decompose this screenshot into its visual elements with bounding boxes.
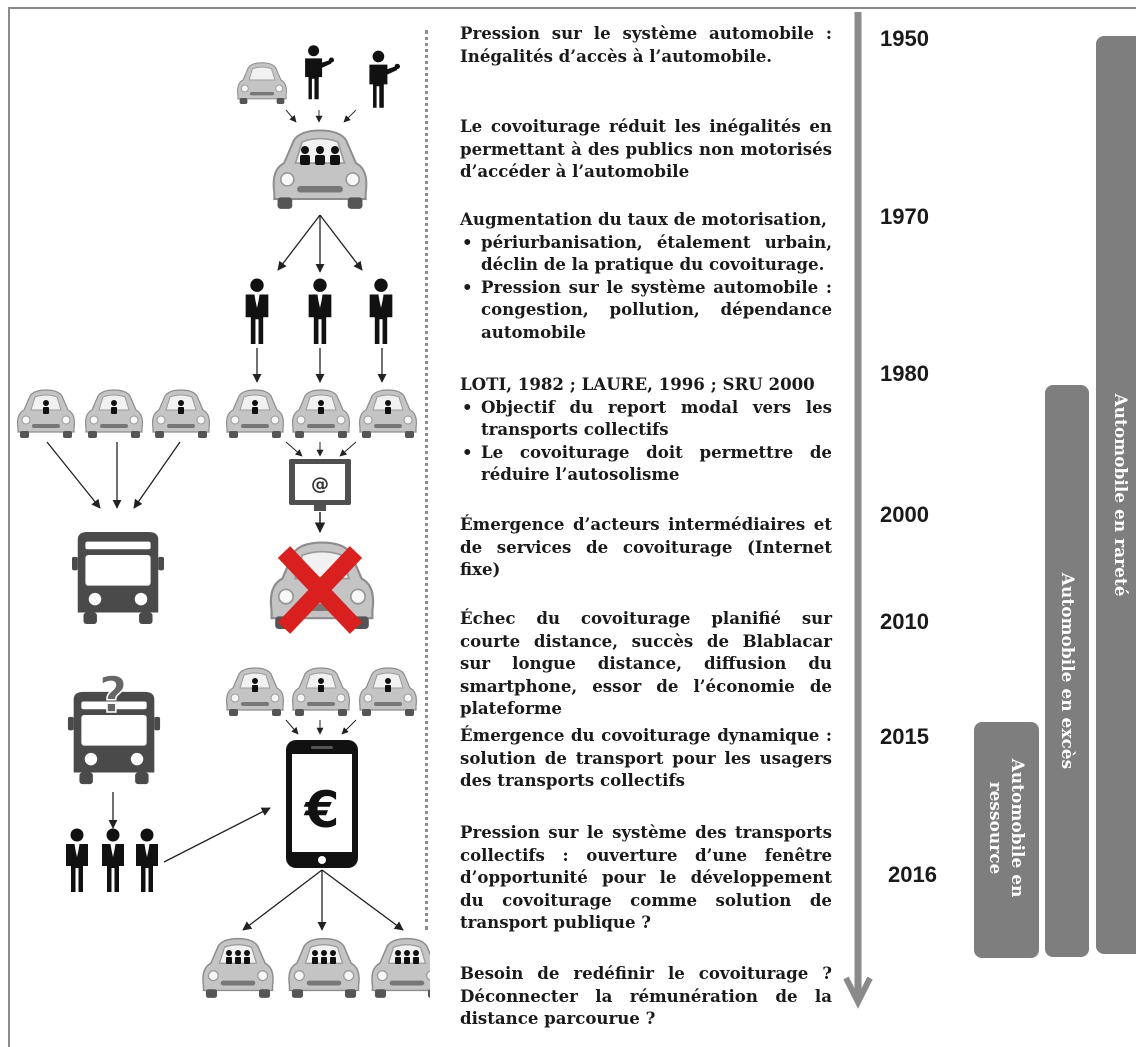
car-icon [237, 62, 287, 104]
phase-label-line: Automobile en [1007, 758, 1027, 898]
monitor-icon: @ [289, 459, 351, 511]
phase-bar-rarete [1096, 36, 1136, 954]
block-text: Besoin de redéfinir le covoiturage ? Déc… [460, 963, 832, 1028]
block-text: Le covoiturage réduit les inégalités en … [460, 116, 832, 181]
person-icon [66, 828, 88, 892]
block-text: Émergence du covoiturage dynamique : sol… [460, 725, 832, 790]
bullet-item: périurbanisation, étalement urbain, décl… [460, 231, 832, 276]
text-block-motorisation: Augmentation du taux de motorisation, pé… [460, 208, 832, 343]
phase-label-exces: Automobile en excès [1057, 572, 1077, 770]
euro-symbol: € [304, 781, 340, 839]
phase-label-ressource: Automobile en ressource [984, 759, 1028, 898]
phase-bar-exces [1045, 385, 1089, 957]
bullet-item: Le covoiturage doit permettre de réduire… [460, 441, 832, 486]
bullet-item: Pression sur le système automobile : con… [460, 276, 832, 344]
phase-label-line: ressource [985, 781, 1005, 875]
year-label: 2016 [888, 862, 937, 887]
bus-icon [72, 532, 164, 624]
question-mark-icon: ? [98, 666, 127, 724]
bullet-item: Objectif du report modal vers les transp… [460, 396, 832, 441]
person-icon [245, 278, 269, 344]
bullet-list: périurbanisation, étalement urbain, décl… [460, 231, 832, 344]
text-block-lois: LOTI, 1982 ; LAURE, 1996 ; SRU 2000 Obje… [460, 373, 832, 486]
shared-car-icon [371, 937, 430, 999]
year-label: 1970 [880, 204, 929, 229]
block-lead: LOTI, 1982 ; LAURE, 1996 ; SRU 2000 [460, 374, 815, 394]
dotted-separator [425, 30, 428, 930]
text-block-intermediaires: Émergence d’acteurs intermédiaires et de… [460, 513, 832, 581]
text-block-fenetre-opportunite: Pression sur le système des transports c… [460, 821, 832, 934]
smartphone-icon: € [286, 740, 358, 868]
monitor-symbol: @ [311, 474, 329, 495]
person-icon [369, 278, 393, 344]
year-label: 2000 [880, 502, 929, 527]
block-text: Pression sur le système automobile : Iné… [460, 23, 832, 66]
year-label: 2010 [880, 609, 929, 634]
year-label: 2015 [880, 724, 929, 749]
bullet-list: Objectif du report modal vers les transp… [460, 396, 832, 486]
cross-icon [277, 546, 363, 634]
block-lead: Augmentation du taux de motorisation, [460, 209, 827, 229]
hitchhiker-icon [369, 50, 400, 108]
hitchhiker-icon [305, 45, 334, 100]
text-block-covoiturage-dynamique: Émergence du covoiturage dynamique : sol… [460, 724, 832, 792]
year-label: 1950 [880, 26, 929, 51]
block-text: Émergence d’acteurs intermédiaires et de… [460, 514, 832, 579]
shared-car-icon [202, 937, 274, 999]
year-label: 1980 [880, 361, 929, 386]
shared-car-icon [288, 937, 360, 999]
person-icon [308, 278, 332, 344]
block-text: Échec du covoiturage planifié sur courte… [460, 608, 832, 718]
person-icon [136, 828, 158, 892]
text-block-redefinir: Besoin de redéfinir le covoiturage ? Déc… [460, 962, 832, 1030]
figure-frame [8, 7, 1136, 1047]
illustration-panel: @ ? € [17, 45, 430, 999]
shared-car-icon [272, 129, 368, 210]
person-icon [102, 828, 124, 892]
text-block-pression-auto: Pression sur le système automobile : Iné… [460, 22, 832, 67]
phase-label-rarete: Automobile en rareté [1110, 393, 1130, 597]
phase-bar-ressource [974, 722, 1039, 958]
text-block-echec: Échec du covoiturage planifié sur courte… [460, 607, 832, 720]
text-block-reduction-inegalites: Le covoiturage réduit les inégalités en … [460, 115, 832, 183]
block-text: Pression sur le système des transports c… [460, 822, 832, 932]
